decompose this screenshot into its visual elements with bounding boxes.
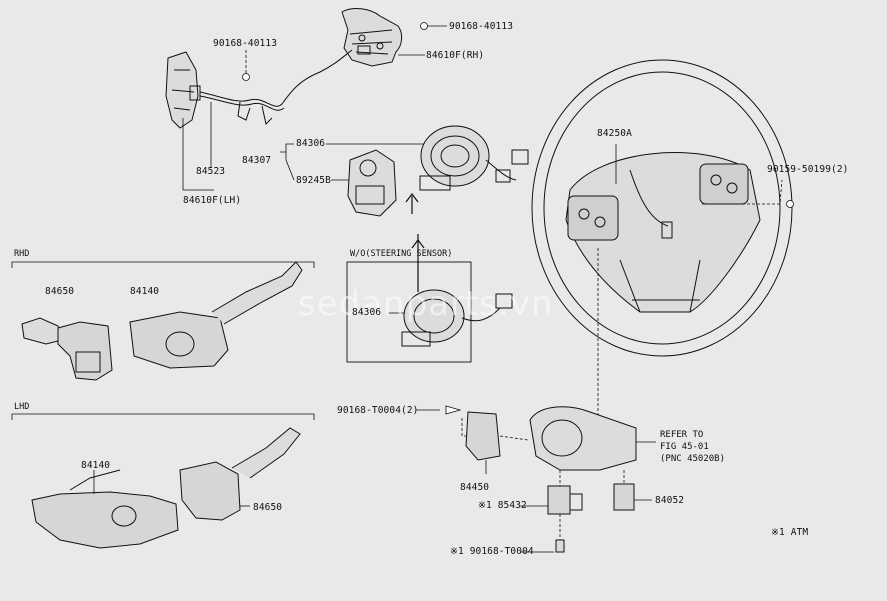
leader-lines-top [182,22,447,191]
label-84650-rhd: 84650 [45,286,75,297]
wire-harness-84523-drawing [199,49,353,125]
label-90159-50199: 90159-50199(2) [767,164,849,175]
label-84306-wo: 84306 [352,307,382,318]
label-89245B: 89245B [296,175,331,186]
label-90168-T0004-bottom: ※1 90168-T0004 [450,546,534,557]
arrow-to-sensor [405,193,425,292]
column-cover-drawing [499,406,656,471]
switch-84052-drawing [613,470,652,511]
lhd-bracket [11,413,315,420]
label-90168-T0004-2: 90168-T0004(2) [337,405,419,416]
label-90168-40113-left: 90168-40113 [213,38,278,49]
switch-85432-drawing [520,470,583,515]
label-84052: 84052 [655,495,685,506]
label-84610F-RH: 84610F(RH) [426,50,485,61]
label-84450: 84450 [460,482,490,493]
combination-switch-84140-rhd-drawing [129,261,303,369]
section-lhd: LHD [14,402,30,412]
label-atm-note: ※1 ATM [771,527,809,538]
spiral-cable-84306-drawing [419,125,529,191]
wo-steering-sensor-inset [346,261,513,363]
refer-note-line1: REFER TO [660,430,704,440]
section-rhd: RHD [14,249,30,259]
label-84140-rhd: 84140 [130,286,160,297]
rhd-bracket [11,261,315,268]
refer-note-line2: FIG 45-01 [660,442,709,452]
turn-signal-switch-84650-rhd-drawing [21,317,113,381]
label-84250A: 84250A [597,128,632,139]
label-84610F-LH: 84610F(LH) [183,195,242,206]
label-84306: 84306 [296,138,326,149]
leader-84306-84307 [280,143,440,181]
turn-signal-switch-84650-lhd-drawing [179,427,301,521]
label-84140-lhd: 84140 [81,460,111,471]
label-84523: 84523 [196,166,226,177]
label-90168-40113-right: 90168-40113 [449,21,514,32]
watermark: sedanparts.vn [298,284,554,324]
steering-sensor-89245B-drawing [347,149,397,217]
bolt-90168-T0004-drawing [520,514,565,553]
label-84650-lhd: 84650 [253,502,283,513]
paddle-switch-rh-drawing [341,8,403,67]
leader-lines-wheel [597,144,794,424]
label-84307: 84307 [242,155,272,166]
switch-84450-drawing [461,411,501,474]
section-wo-steering-sensor: W/O(STEERING SENSOR) [350,249,453,259]
leader-90168-T0004 [416,405,462,415]
steering-wheel-drawing [531,59,793,357]
label-85432: ※1 85432 [478,500,527,511]
combination-switch-84140-lhd-drawing [31,469,179,549]
refer-note-line3: (PNC 45020B) [660,454,726,464]
paddle-switch-lh-drawing [165,51,201,129]
